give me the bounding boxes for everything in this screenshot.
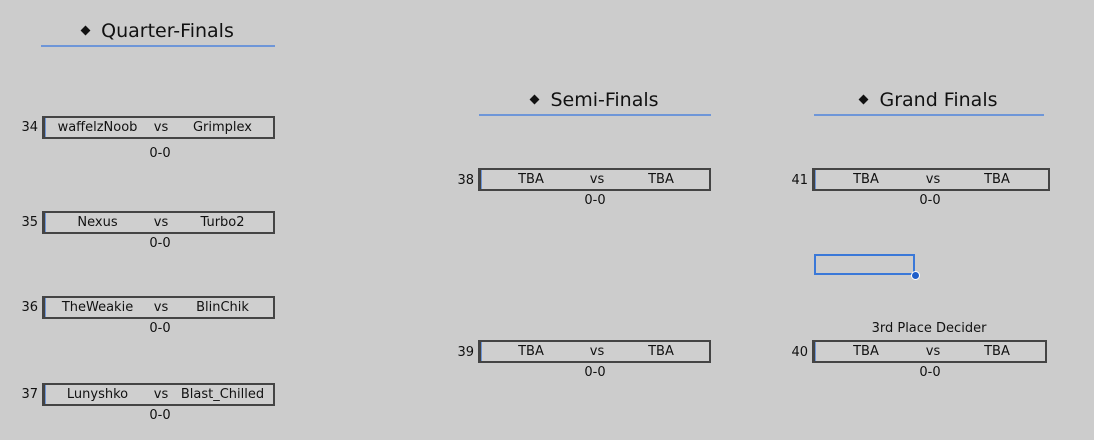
match-34-score: 0-0 (149, 146, 171, 161)
vs-label: vs (589, 172, 605, 187)
match-number-41: 41 (791, 173, 808, 188)
semi-finals-title: Semi-Finals (479, 86, 711, 116)
player-1[interactable]: TBA (518, 344, 544, 359)
vs-label: vs (589, 344, 605, 359)
player-2[interactable]: TBA (984, 172, 1010, 187)
player-1[interactable]: Nexus (77, 215, 118, 230)
match-37[interactable]: Lunyshko vs Blast_Chilled (42, 383, 275, 406)
quarter-finals-title: Quarter-Finals (41, 17, 275, 47)
vs-label: vs (925, 172, 941, 187)
semi-finals-label: Semi-Finals (550, 89, 659, 111)
match-41[interactable]: TBA vs TBA (812, 168, 1050, 191)
grand-finals-label: Grand Finals (879, 89, 998, 111)
player-1[interactable]: TBA (853, 172, 879, 187)
player-2[interactable]: TBA (984, 344, 1010, 359)
match-38[interactable]: TBA vs TBA (478, 168, 711, 191)
match-41-score: 0-0 (919, 193, 941, 208)
match-36[interactable]: TheWeakie vs BlinChik (42, 296, 275, 319)
match-37-score: 0-0 (149, 408, 171, 423)
player-1[interactable]: TBA (853, 344, 879, 359)
match-35[interactable]: Nexus vs Turbo2 (42, 211, 275, 234)
match-number-40: 40 (791, 345, 808, 360)
diamond-icon (80, 25, 91, 35)
match-38-score: 0-0 (584, 193, 606, 208)
quarter-finals-label: Quarter-Finals (101, 20, 234, 42)
selection-handle[interactable] (911, 271, 920, 280)
player-1[interactable]: TheWeakie (61, 300, 134, 315)
match-number-35: 35 (21, 215, 38, 230)
vs-label: vs (153, 300, 169, 315)
diamond-icon (530, 94, 540, 104)
vs-label: vs (153, 387, 169, 402)
match-35-score: 0-0 (149, 236, 171, 251)
match-number-36: 36 (21, 300, 38, 315)
match-39[interactable]: TBA vs TBA (478, 340, 711, 363)
match-40-score: 0-0 (919, 365, 941, 380)
match-number-39: 39 (457, 345, 474, 360)
player-2[interactable]: BlinChik (196, 300, 249, 315)
player-2[interactable]: TBA (648, 172, 674, 187)
match-39-score: 0-0 (584, 365, 606, 380)
vs-label: vs (925, 344, 941, 359)
player-1[interactable]: TBA (518, 172, 544, 187)
player-1[interactable]: waffelzNoob (57, 120, 138, 135)
selected-cell[interactable] (814, 254, 915, 275)
player-2[interactable]: Grimplex (192, 120, 253, 135)
player-2[interactable]: Blast_Chilled (180, 387, 265, 402)
match-number-38: 38 (457, 173, 474, 188)
vs-label: vs (153, 215, 169, 230)
player-2[interactable]: TBA (648, 344, 674, 359)
match-number-37: 37 (21, 387, 38, 402)
match-36-score: 0-0 (149, 321, 171, 336)
match-34[interactable]: waffelzNoob vs Grimplex (42, 116, 275, 139)
match-number-34: 34 (21, 120, 38, 135)
match-40[interactable]: TBA vs TBA (812, 340, 1047, 363)
third-place-label: 3rd Place Decider (871, 321, 987, 336)
vs-label: vs (153, 120, 169, 135)
grand-finals-title: Grand Finals (814, 86, 1044, 116)
diamond-icon (859, 94, 869, 104)
player-2[interactable]: Turbo2 (200, 215, 245, 230)
player-1[interactable]: Lunyshko (66, 387, 129, 402)
